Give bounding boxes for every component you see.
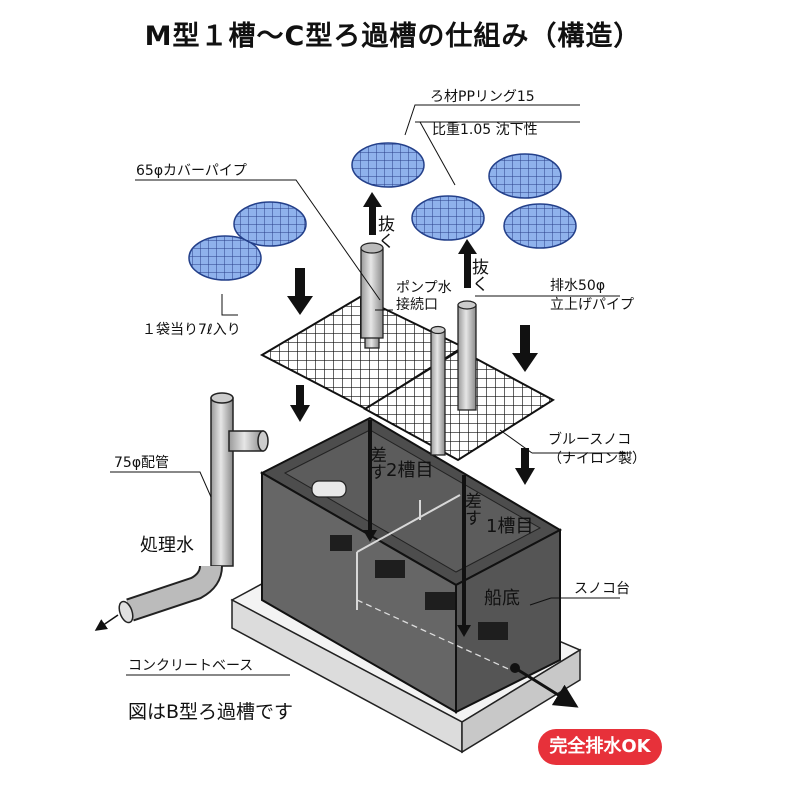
drain-riser-pipe [457,300,477,411]
label-media-gravity: 比重1.05 沈下性 [432,122,538,138]
down-arrow-insert-1 [363,420,377,542]
drain-arrow [514,666,579,708]
label-insert-1: 差す [366,446,387,480]
label-boat-bottom: 船底 [484,588,520,609]
label-tank-2: 2槽目 [386,460,433,481]
filter-tank [259,416,563,714]
leader-lines [110,104,632,676]
label-cover-pipe: 65φカバーパイプ [136,163,247,179]
label-bag-capacity: １袋当り7ℓ入り [142,322,241,338]
complete-drain-badge: 完全排水OK [538,729,662,765]
label-drain-1: 排水50φ [550,278,605,294]
label-concrete-base: コンクリートベース [128,658,253,674]
label-figure-note: 図はB型ろ過槽です [128,701,293,723]
label-drain-2: 立上げパイプ [550,297,634,313]
media-net-bag [188,142,577,281]
label-pull-2: 抜く [468,258,489,292]
up-arrow-pull-2 [458,239,477,288]
pipe-75 [94,392,269,631]
label-treated-water: 処理水 [140,535,194,556]
down-arrow-right [512,325,538,485]
down-arrow-insert-2 [457,475,471,637]
label-pump-connection-1: ポンプ水 [396,280,452,296]
label-blue-grid-2: （ナイロン製） [548,451,646,467]
label-pipe-75: 75φ配管 [114,455,169,471]
label-media-name: ろ材PPリング15 [430,89,535,105]
label-insert-2: 差す [461,492,482,526]
label-pull-1: 抜く [374,215,395,249]
label-tank-1: 1槽目 [486,516,533,537]
page-title: M型１槽〜C型ろ過槽の仕組み（構造） [144,21,642,52]
label-blue-grid-1: ブルースノコ [548,431,631,448]
label-grid-stand: スノコ台 [574,581,630,597]
label-pump-connection-2: 接続口 [396,296,438,313]
pump-pipe [430,325,446,456]
down-arrow-left [287,268,313,422]
up-arrow-pull-1 [363,192,382,235]
cover-pipe-65 [360,242,384,349]
